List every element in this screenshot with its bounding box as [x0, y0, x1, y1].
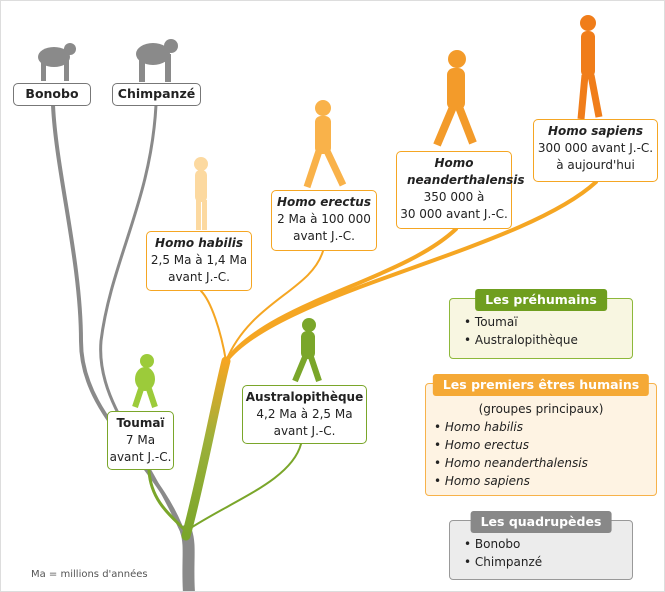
legend-item: Homo erectus [434, 436, 656, 454]
species-date: 350 000 à [423, 190, 485, 204]
species-date: 30 000 avant J.-C. [400, 207, 508, 221]
homo-habilis-silhouette-icon [194, 157, 208, 230]
bonobo-silhouette-icon [38, 43, 76, 81]
branch-erectus [225, 250, 324, 362]
species-date: avant J.-C. [273, 424, 336, 438]
species-name: Homo habilis [155, 236, 243, 250]
toumai-card: Toumaï 7 Ma avant J.-C. [107, 411, 174, 470]
bonobo-label: Bonobo [13, 83, 91, 106]
branch-sapiens [224, 180, 598, 363]
homo-habilis-card: Homo habilis 2,5 Ma à 1,4 Ma avant J.-C. [146, 231, 252, 291]
species-name: Homo erectus [277, 195, 371, 209]
branch-toumai [147, 469, 188, 533]
branch-bonobo [51, 103, 188, 543]
legend-title: Les quadrupèdes [470, 511, 612, 533]
legend-item: Homo sapiens [434, 472, 656, 490]
legend-item: Chimpanzé [464, 553, 632, 571]
legend-item: Bonobo [464, 535, 632, 553]
footnote: Ma = millions d'années [31, 569, 148, 580]
branch-habilis [200, 290, 227, 362]
species-name: Homo sapiens [548, 124, 643, 138]
branch-australo [185, 443, 302, 532]
species-date: à aujourd'hui [556, 158, 635, 172]
homo-erectus-card: Homo erectus 2 Ma à 100 000 avant J.-C. [271, 190, 377, 251]
species-date: 7 Ma [125, 433, 156, 447]
legend-prehumains: Les préhumains ToumaïAustralopithèque [449, 289, 633, 359]
homo-sapiens-silhouette-icon [577, 15, 603, 120]
legend-item: Toumaï [464, 313, 632, 331]
species-date: 300 000 avant J.-C. [537, 141, 654, 155]
chimpanzee-silhouette-icon [136, 39, 178, 82]
species-date: avant J.-C. [109, 450, 172, 464]
australopithecus-silhouette-icon [292, 318, 322, 383]
legend-item: Australopithèque [464, 331, 632, 349]
legend-title: Les préhumains [475, 289, 607, 311]
chimpanzee-label: Chimpanzé [112, 83, 201, 106]
australopithecus-card: Australopithèque 4,2 Ma à 2,5 Ma avant J… [242, 385, 367, 444]
species-date: avant J.-C. [168, 270, 230, 284]
legend-item: Homo habilis [434, 418, 656, 436]
species-date: avant J.-C. [293, 229, 355, 243]
branch-chimp [99, 103, 188, 543]
species-name: Homo neanderthalensis [407, 156, 525, 187]
species-date: 2 Ma à 100 000 [277, 212, 371, 226]
homo-neanderthalensis-silhouette-icon [433, 50, 477, 147]
homo-neanderthalensis-card: Homo neanderthalensis 350 000 à 30 000 a… [396, 151, 525, 229]
species-date: 2,5 Ma à 1,4 Ma [150, 253, 248, 267]
legend-premiers-humains: Les premiers êtres humains (groupes prin… [425, 374, 657, 496]
legend-item: Homo neanderthalensis [434, 454, 656, 472]
species-name: Toumaï [116, 416, 165, 430]
legend-subtitle: (groupes principaux) [478, 402, 604, 416]
homo-sapiens-card: Homo sapiens 300 000 avant J.-C. à aujou… [533, 119, 658, 182]
species-date: 4,2 Ma à 2,5 Ma [256, 407, 353, 421]
toumai-silhouette-icon [132, 354, 158, 408]
branch-humans [181, 356, 231, 541]
legend-title: Les premiers êtres humains [432, 374, 650, 396]
species-name: Australopithèque [245, 390, 364, 404]
homo-erectus-silhouette-icon [303, 100, 347, 189]
